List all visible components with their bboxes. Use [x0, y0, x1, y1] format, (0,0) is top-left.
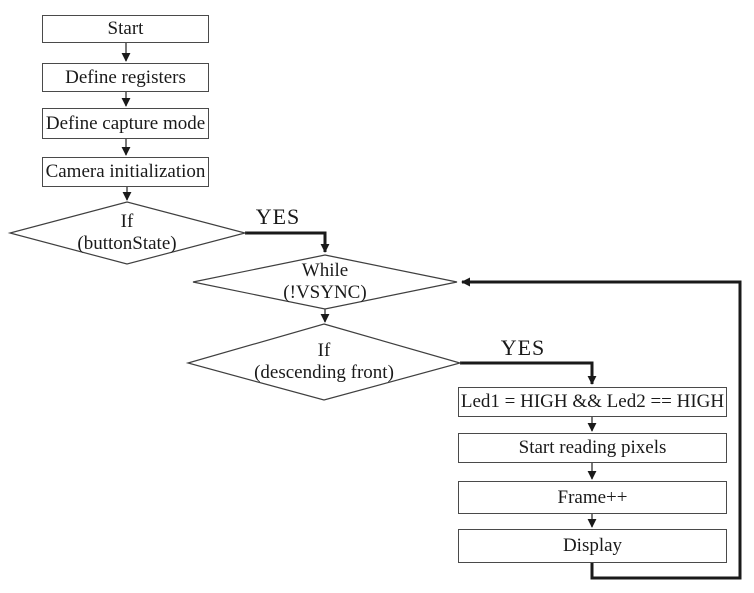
- process-box-frame-increment: Frame++: [458, 481, 727, 514]
- process-box-led-condition: Led1 = HIGH && Led2 == HIGH: [458, 387, 727, 417]
- decision-diamond-if-buttonstate: [7, 201, 248, 265]
- process-box-define-registers: Define registers: [42, 63, 209, 92]
- branch-label-yes-buttonstate: YES: [255, 204, 301, 229]
- process-box-start-reading-pixels: Start reading pixels: [458, 433, 727, 463]
- process-box-start: Start: [42, 15, 209, 43]
- connector-feedback-loop: [461, 277, 742, 580]
- decision-diamond-while-vsync: [192, 254, 458, 310]
- connector-yes-descending: [460, 361, 597, 385]
- connector-yes-buttonstate: [245, 231, 330, 253]
- process-box-define-capture-mode: Define capture mode: [42, 108, 209, 139]
- branch-label-yes-descending-front: YES: [500, 335, 546, 360]
- process-box-camera-initialization: Camera initialization: [42, 157, 209, 187]
- process-box-display: Display: [458, 529, 727, 563]
- decision-diamond-if-descending-front: [185, 323, 463, 401]
